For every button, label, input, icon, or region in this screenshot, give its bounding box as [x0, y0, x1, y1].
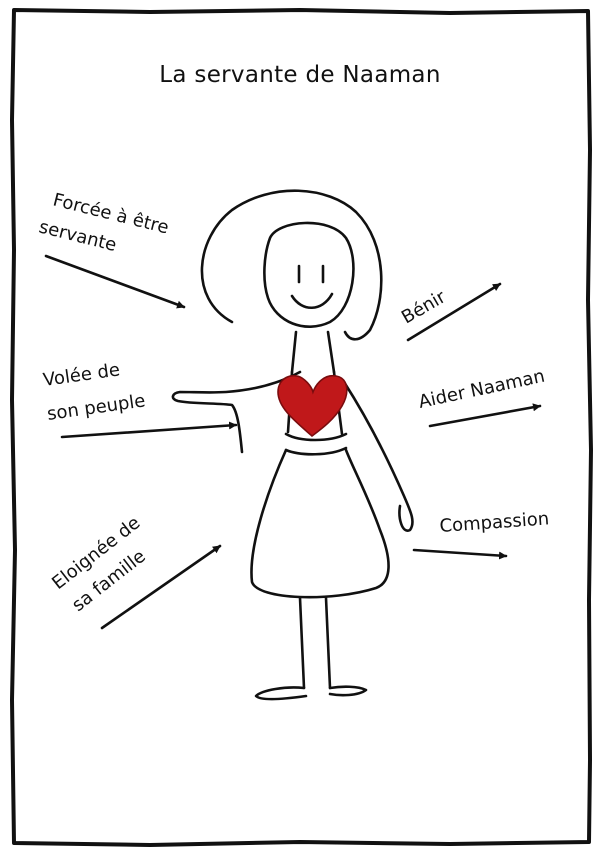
svg-text:Bénir: Bénir [398, 286, 450, 328]
page-border [10, 8, 593, 847]
svg-text:Volée de: Volée de [42, 359, 121, 391]
label-eloignee: Eloignée de sa famille [48, 512, 222, 630]
label-aider: Aider Naaman [417, 366, 547, 428]
arrow-aider [428, 403, 542, 428]
label-compassion-text: Compassion [439, 508, 550, 537]
label-volee-line2: son peuple [46, 390, 147, 425]
heart-icon [277, 374, 348, 438]
svg-text:Aider Naaman: Aider Naaman [417, 366, 547, 413]
arrow-compassion [412, 548, 508, 560]
smile [290, 292, 334, 310]
label-forcee: Forcée à être servante [37, 189, 186, 309]
label-aider-text: Aider Naaman [417, 366, 547, 413]
label-benir: Bénir [398, 282, 502, 342]
label-volee: Volée de son peuple [42, 359, 238, 439]
arrow-eloignee [100, 544, 222, 630]
stick-figure-girl-icon [171, 189, 414, 701]
svg-text:son peuple: son peuple [46, 390, 147, 425]
arrow-volee [60, 421, 238, 439]
arrow-benir [406, 282, 502, 342]
label-benir-text: Bénir [398, 286, 450, 328]
label-compassion: Compassion [412, 508, 550, 560]
label-volee-line1: Volée de [42, 359, 121, 391]
arrow-forcee [44, 254, 186, 309]
svg-text:Compassion: Compassion [439, 508, 550, 537]
page-title: La servante de Naaman [159, 62, 440, 88]
